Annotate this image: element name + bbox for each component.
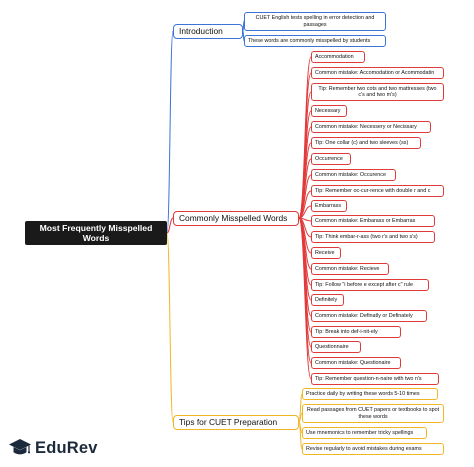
- intro-leaf-1: CUET English tests spelling in error det…: [244, 12, 386, 31]
- mistake-leaf-accommodation: Common mistake: Accomodation or Acommoda…: [311, 67, 444, 79]
- mistake-leaf-definitely: Common mistake: Definatly or Definately: [311, 310, 427, 322]
- word-leaf-receive: Receive: [311, 247, 341, 259]
- word-leaf-accommodation: Accommodation: [311, 51, 365, 63]
- word-leaf-questionnaire: Questionnaire: [311, 341, 361, 353]
- tips-leaf-1-text: Practice daily by writing these words 5-…: [306, 390, 420, 397]
- root-title: Most Frequently Misspelled Words: [39, 223, 153, 243]
- tips-leaf-2: Read passages from CUET papers or textbo…: [302, 404, 444, 423]
- word-leaf-text: Occurrence: [315, 155, 343, 162]
- connector-misspelled-leaf: [298, 56, 312, 219]
- word-leaf-text: Embarrass: [315, 202, 342, 209]
- connector-misspelled-leaf: [298, 72, 312, 219]
- word-leaf-definitely: Definitely: [311, 294, 344, 306]
- connector-misspelled-leaf: [298, 91, 312, 219]
- tip-leaf-necessary: Tip: One collar (c) and two sleeves (ss): [311, 137, 421, 149]
- connector-misspelled-leaf: [298, 190, 312, 219]
- tip-leaf-text: Tip: Break into def-i-nit-ely: [315, 328, 378, 335]
- mistake-leaf-questionnaire: Common mistake: Questionaire: [311, 357, 401, 369]
- tip-leaf-text: Tip: Remember oc-cur-rence with double r…: [315, 187, 431, 194]
- tips-leaf-3: Use mnemonics to remember tricky spellin…: [302, 427, 427, 439]
- mistake-leaf-text: Common mistake: Accomodation or Acommoda…: [315, 69, 435, 76]
- connector-misspelled-leaf: [298, 126, 312, 219]
- word-leaf-text: Receive: [315, 249, 335, 256]
- word-leaf-text: Questionnaire: [315, 343, 349, 350]
- connector-misspelled-leaf: [298, 217, 312, 238]
- mistake-leaf-occurrence: Common mistake: Occurence: [311, 169, 396, 181]
- connector-misspelled-leaf: [298, 217, 312, 301]
- connector-misspelled-leaf: [298, 217, 312, 317]
- branch-introduction-label: Introduction: [179, 26, 223, 36]
- tips-leaf-4: Revise regularly to avoid mistakes durin…: [302, 443, 444, 455]
- connector-misspelled-leaf: [298, 142, 312, 219]
- mistake-leaf-necessary: Common mistake: Necessery or Necissary: [311, 121, 431, 133]
- mistake-leaf-receive: Common mistake: Recieve: [311, 263, 389, 275]
- branch-tips-for-cuet-preparation: Tips for CUET Preparation: [173, 415, 299, 430]
- tip-leaf-text: Tip: Remember two cots and two mattresse…: [318, 85, 437, 98]
- edurev-logo: EduRev: [8, 436, 97, 460]
- tips-leaf-2-text: Read passages from CUET papers or textbo…: [306, 407, 440, 420]
- connector-misspelled-leaf: [298, 110, 312, 219]
- mistake-leaf-text: Common mistake: Recieve: [315, 265, 380, 272]
- connector-misspelled-leaf: [298, 205, 312, 219]
- tips-leaf-3-text: Use mnemonics to remember tricky spellin…: [306, 429, 414, 436]
- intro-leaf-2: These words are commonly misspelled by s…: [244, 35, 386, 47]
- tip-leaf-questionnaire: Tip: Remember question-n-naire with two …: [311, 373, 439, 385]
- connector-misspelled-leaf: [298, 217, 312, 286]
- word-leaf-necessary: Necessary: [311, 105, 347, 117]
- connector-misspelled-leaf: [298, 217, 312, 380]
- tip-leaf-text: Tip: One collar (c) and two sleeves (ss): [315, 139, 409, 146]
- connector-misspelled-leaf: [298, 217, 312, 222]
- word-leaf-embarrass: Embarrass: [311, 200, 347, 212]
- mistake-leaf-text: Common mistake: Questionaire: [315, 359, 391, 366]
- tips-leaf-1: Practice daily by writing these words 5-…: [302, 388, 438, 400]
- tip-leaf-receive: Tip: Follow "i before e except after c" …: [311, 279, 429, 291]
- mistake-leaf-text: Common mistake: Definatly or Definately: [315, 312, 413, 319]
- branch-tips-label: Tips for CUET Preparation: [179, 417, 278, 427]
- tip-leaf-text: Tip: Think embar-r-ass (two r's and two …: [315, 233, 418, 240]
- connector-root-introduction: [166, 30, 174, 234]
- branch-misspelled-label: Commonly Misspelled Words: [179, 213, 288, 223]
- tip-leaf-text: Tip: Remember question-n-naire with two …: [315, 375, 422, 382]
- mistake-leaf-text: Common mistake: Occurence: [315, 171, 386, 178]
- connector-misspelled-leaf: [298, 217, 312, 348]
- tip-leaf-occurrence: Tip: Remember oc-cur-rence with double r…: [311, 185, 444, 197]
- tip-leaf-definitely: Tip: Break into def-i-nit-ely: [311, 326, 401, 338]
- tips-leaf-4-text: Revise regularly to avoid mistakes durin…: [306, 445, 422, 452]
- graduation-cap-icon: [9, 439, 31, 455]
- mistake-leaf-embarrass: Common mistake: Embarass or Embarras: [311, 215, 435, 227]
- branch-introduction: Introduction: [173, 24, 243, 39]
- word-leaf-text: Accommodation: [315, 53, 354, 60]
- word-leaf-text: Necessary: [315, 107, 341, 114]
- logo-text: EduRev: [35, 439, 98, 457]
- tip-leaf-text: Tip: Follow "i before e except after c" …: [315, 281, 414, 288]
- word-leaf-occurrence: Occurrence: [311, 153, 351, 165]
- connector-misspelled-leaf: [298, 217, 312, 270]
- word-leaf-text: Definitely: [315, 296, 338, 303]
- connector-misspelled-leaf: [298, 158, 312, 219]
- tip-leaf-accommodation: Tip: Remember two cots and two mattresse…: [311, 83, 444, 101]
- branch-commonly-misspelled-words: Commonly Misspelled Words: [173, 211, 299, 226]
- intro-leaf-2-text: These words are commonly misspelled by s…: [248, 37, 371, 44]
- tip-leaf-embarrass: Tip: Think embar-r-ass (two r's and two …: [311, 231, 435, 243]
- mistake-leaf-text: Common mistake: Embarass or Embarras: [315, 217, 416, 224]
- root-node: Most Frequently Misspelled Words: [25, 221, 167, 245]
- connector-misspelled-leaf: [298, 217, 312, 254]
- connector-misspelled-leaf: [298, 217, 312, 364]
- mistake-leaf-text: Common mistake: Necessery or Necissary: [315, 123, 417, 130]
- connector-misspelled-leaf: [298, 217, 312, 333]
- connector-root-tips: [166, 232, 174, 423]
- connector-misspelled-leaf: [298, 174, 312, 219]
- intro-leaf-1-text: CUET English tests spelling in error det…: [255, 15, 375, 28]
